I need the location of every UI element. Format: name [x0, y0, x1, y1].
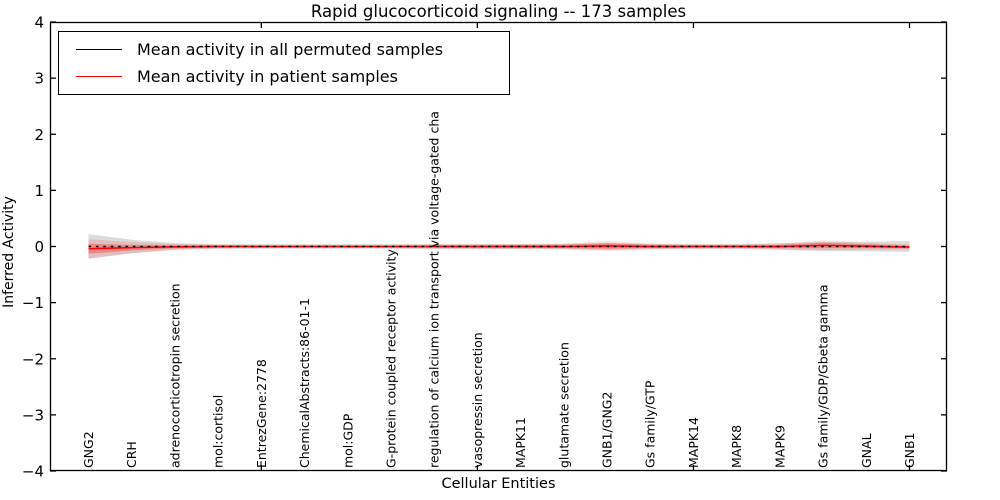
x-axis-label: Cellular Entities [441, 476, 556, 492]
band-patient-samples-range-inner [88, 242, 910, 254]
x-tick-label: ChemicalAbstracts:86-01-1 [297, 298, 312, 468]
y-tick-label: −4 [22, 463, 44, 481]
y-tick-label: −2 [22, 350, 44, 368]
chart-title: Rapid glucocorticoid signaling -- 173 sa… [310, 2, 687, 21]
x-tick-label: Gs family/GTP [643, 380, 658, 468]
x-tick-label: GNB1 [902, 432, 917, 468]
x-tick-label: MAPK11 [513, 417, 528, 468]
x-tick-label: MAPK9 [772, 425, 787, 468]
legend-label-patient: Mean activity in patient samples [137, 67, 398, 86]
series-line-patient [88, 244, 910, 250]
y-tick-label: −1 [22, 294, 44, 312]
x-tick-label: glutamate secretion [556, 342, 571, 468]
y-tick-label: 0 [34, 238, 44, 256]
x-tick-label: mol:GDP [340, 413, 355, 468]
x-axis-ticks [260, 22, 911, 471]
series-lines [88, 244, 910, 250]
legend-line-sample-black [76, 49, 122, 50]
y-tick-label: 4 [34, 14, 44, 32]
y-axis-ticks: 4 3 2 1 0 −1 −2 −3 −4 [22, 14, 947, 481]
y-tick-label: 2 [34, 126, 44, 144]
band-patient-samples-range-outer [88, 239, 910, 259]
x-tick-label: GNG2 [81, 431, 96, 468]
x-tick-label: Gs family/GDP/Gbeta gamma [816, 285, 831, 468]
x-tick-label: GNAL [859, 433, 874, 468]
x-tick-label: adrenocorticotropin secretion [167, 283, 182, 468]
x-tick-label: regulation of calcium ion transport via … [427, 111, 442, 468]
y-tick-label: −3 [22, 406, 44, 424]
x-tick-label: MAPK8 [729, 425, 744, 468]
x-tick-label: GNB1/GNG2 [600, 392, 615, 468]
y-tick-label: 1 [34, 182, 44, 200]
x-tick-label: vasopressin secretion [470, 332, 485, 468]
y-axis-label: Inferred Activity [1, 196, 17, 308]
x-tick-label: EntrezGene:2778 [254, 359, 269, 468]
legend-entry-patient: Mean activity in patient samples [59, 67, 509, 86]
legend: Mean activity in all permuted samples Me… [58, 31, 510, 95]
x-tick-label: G-protein coupled receptor activity [383, 249, 398, 468]
legend-line-sample-red [76, 76, 122, 77]
x-tick-label: CRH [124, 441, 139, 468]
y-tick-label: 3 [34, 70, 44, 88]
legend-label-permuted: Mean activity in all permuted samples [137, 40, 444, 59]
x-tick-label: mol:cortisol [211, 395, 226, 468]
legend-entry-permuted: Mean activity in all permuted samples [59, 40, 509, 59]
x-tick-label: MAPK14 [686, 417, 701, 468]
x-tick-labels: GNG2 CRH adrenocorticotropin secretion mol:… [81, 111, 917, 468]
